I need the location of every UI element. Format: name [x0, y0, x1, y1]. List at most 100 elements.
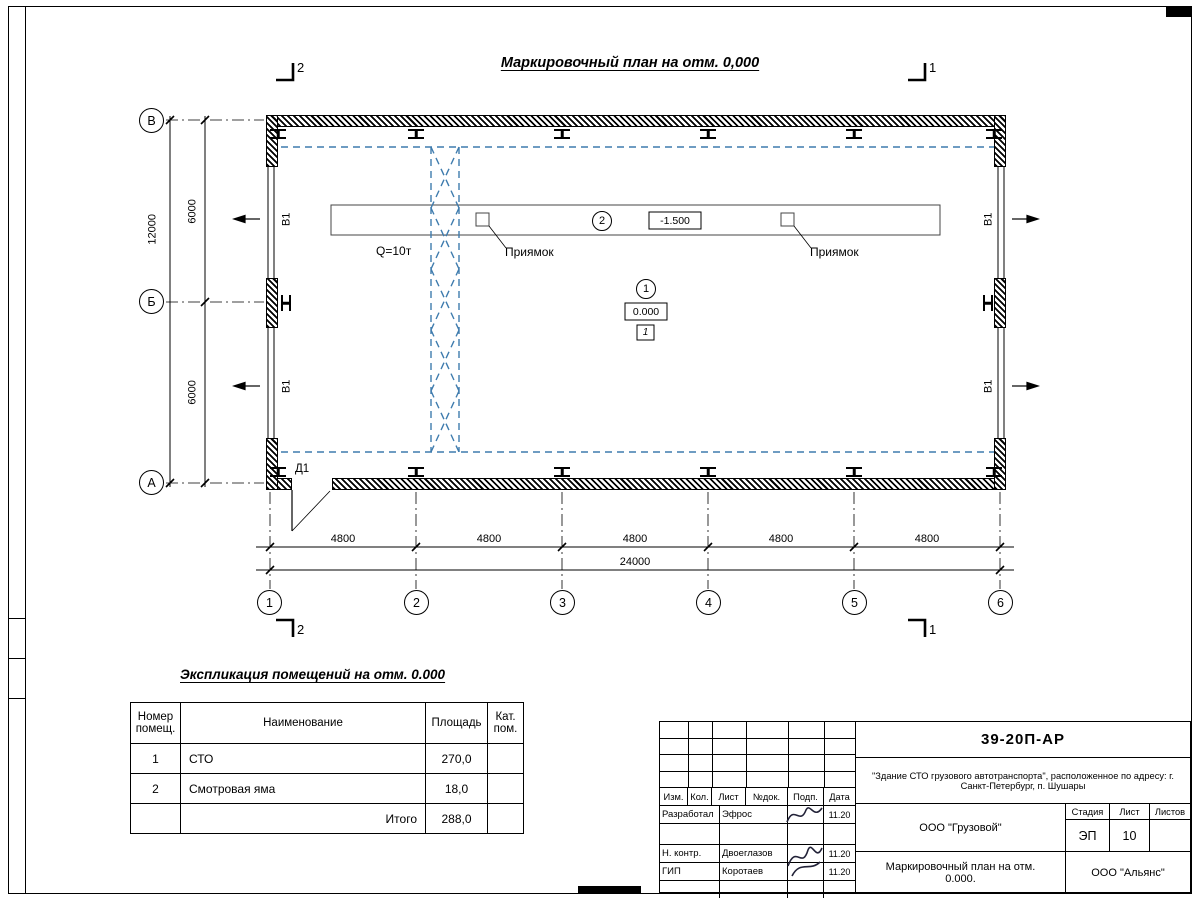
column-mark — [270, 467, 286, 477]
axis-bubble-row: В — [139, 108, 164, 133]
section-label-top-left: 2 — [297, 60, 305, 75]
window-mark: В1 — [982, 212, 995, 227]
schedule-cell-area: 18,0 — [425, 773, 488, 804]
frame-strip-divider — [8, 658, 25, 660]
axis-bubble-col: 5 — [842, 590, 867, 615]
dim-label: 4800 — [622, 533, 648, 545]
axis-bubble-col: 6 — [988, 590, 1013, 615]
dim-label: 4800 — [914, 533, 940, 545]
column-mark — [554, 467, 570, 477]
empty-cell — [720, 881, 788, 898]
dim-label: 6000 — [186, 199, 199, 224]
schedule-header-num: Номер помещ. — [130, 702, 181, 744]
dimension-ticks — [165, 115, 1005, 575]
room-schedule-table: Номер помещ. Наименование Площадь Кат. п… — [130, 702, 524, 834]
pit-label: Приямок — [810, 245, 859, 259]
stage-header: Стадия Лист Листов — [1066, 804, 1190, 820]
empty-cell — [824, 881, 855, 898]
organization-name: ООО "Альянс" — [1091, 867, 1165, 879]
sheets-col-label: Листов — [1154, 806, 1186, 817]
column-mark — [270, 129, 286, 139]
col-izm: Изм. — [660, 788, 688, 805]
empty-cell — [720, 824, 788, 844]
title-block: Изм. Кол. Лист №док. Подп. Дата Разработ… — [659, 721, 1191, 898]
schedule-cell-area: 270,0 — [425, 743, 488, 774]
title-block-right: 39-20П-АР "Здание СТО грузового автотран… — [856, 722, 1190, 894]
column-mark — [408, 129, 424, 139]
signer-row: Разработал Эфрос 11.20 — [660, 806, 855, 824]
schedule-header-cat: Кат. пом. — [487, 702, 524, 744]
elevation-value: 0.000 — [632, 306, 660, 318]
schedule-header-area: Площадь — [425, 702, 488, 744]
column-mark — [846, 129, 862, 139]
stage-values: ЭП 10 — [1066, 820, 1190, 852]
frame-strip-divider — [8, 618, 25, 620]
document-code: 39-20П-АР — [856, 722, 1190, 758]
empty-cell — [660, 881, 720, 898]
signer-date: 11.20 — [828, 866, 851, 877]
view-direction-arrow-icon — [232, 214, 1040, 391]
sheets-total — [1150, 820, 1190, 851]
axis-bubble-row: А — [139, 470, 164, 495]
signer-role: ГИП — [660, 863, 720, 880]
section-label-bottom-left: 2 — [297, 622, 305, 637]
floor-type-mark: 1 — [642, 327, 649, 338]
room-number-bubble: 1 — [636, 279, 656, 299]
plan-title: Маркировочный план на отм. 0,000 — [500, 55, 760, 71]
dim-label: 4800 — [476, 533, 502, 545]
schedule-title: Экспликация помещений на отм. 0.000 — [180, 667, 446, 682]
window-mark: В1 — [280, 212, 293, 227]
axis-bubble-col: 2 — [404, 590, 429, 615]
signer-rows: Разработал Эфрос 11.20 Н. контр. Двоегла… — [660, 806, 855, 898]
schedule-total-row: Итого 288,0 — [130, 803, 524, 834]
column-mark — [846, 467, 862, 477]
sheet-number: 10 — [1110, 820, 1150, 851]
column-mark — [986, 129, 1002, 139]
signer-row: ГИП Коротаев 11.20 — [660, 863, 855, 881]
signer-row-empty — [660, 824, 855, 845]
column-mark — [700, 467, 716, 477]
wall-segment — [266, 115, 278, 167]
window-lines — [267, 167, 1005, 438]
dimension-lines — [169, 116, 1014, 571]
axis-lines — [166, 119, 1001, 589]
wall-segment — [994, 115, 1006, 167]
empty-cell — [788, 824, 824, 844]
column-mark — [281, 295, 291, 311]
column-mark — [408, 467, 424, 477]
wall-segment — [266, 115, 1006, 127]
company-name: ООО "Грузовой" — [856, 804, 1066, 852]
schedule-cell-name: Смотровая яма — [180, 773, 426, 804]
section-label-bottom-right: 1 — [929, 622, 937, 637]
dim-label: 4800 — [330, 533, 356, 545]
signer-row-empty — [660, 881, 855, 898]
signer-role: Разработал — [660, 806, 720, 823]
crane-dashed-lines — [281, 146, 994, 453]
signer-name: Двоеглазов — [720, 845, 788, 862]
elevation-mark-boxes — [624, 211, 702, 341]
axis-bubble-col: 1 — [257, 590, 282, 615]
change-log-header: Изм. Кол. Лист №док. Подп. Дата — [660, 788, 855, 806]
signature-cell — [788, 845, 824, 862]
signer-role: Н. контр. — [660, 845, 720, 862]
schedule-cell-name: СТО — [180, 743, 426, 774]
stage-value: ЭП — [1066, 820, 1110, 851]
column-mark — [554, 129, 570, 139]
wall-segment — [994, 438, 1006, 490]
sheet-col-label: Лист — [1110, 804, 1150, 819]
signer-name: Эфрос — [720, 806, 788, 823]
wall-segment — [266, 438, 278, 490]
signature-cell — [788, 806, 824, 823]
frame-left-margin-line — [25, 6, 27, 893]
signature-cell — [788, 863, 824, 880]
dim-total-label: 12000 — [146, 214, 159, 245]
schedule-header-row: Номер помещ. Наименование Площадь Кат. п… — [130, 702, 524, 744]
empty-cell — [788, 881, 824, 898]
schedule-cell-num: 1 — [130, 743, 181, 774]
door-leaf — [291, 490, 331, 532]
wall-segment — [994, 278, 1006, 328]
pit-label: Приямок — [505, 245, 554, 259]
wall-segment — [266, 278, 278, 328]
signature-icon — [787, 846, 823, 877]
